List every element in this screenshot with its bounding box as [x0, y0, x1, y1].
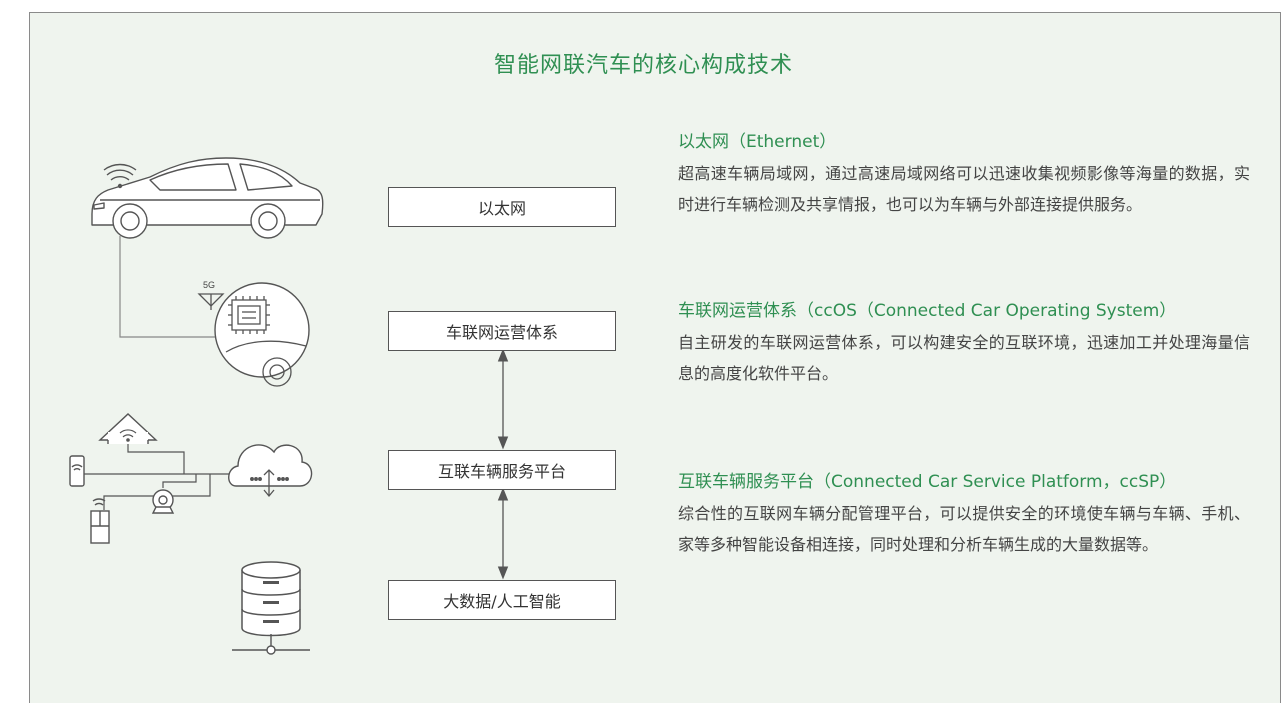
description-body: 自主研发的车联网运营体系，可以构建安全的互联环境，迅速加工并处理海量信息的高度化… — [678, 333, 1250, 383]
house-connector — [127, 444, 185, 474]
database-icon — [241, 561, 301, 637]
cloud-sync-icon — [250, 469, 289, 498]
layer-box-ccsp: 互联车辆服务平台 — [388, 450, 616, 490]
chip-5g-label: 5G — [203, 280, 215, 290]
description-heading: 车联网运营体系（ccOS（Connected Car Operating Sys… — [678, 301, 1177, 321]
layer-box-bigdata-ai: 大数据/人工智能 — [388, 580, 616, 620]
layer-box-ethernet: 以太网 — [388, 187, 616, 227]
camera-connector — [162, 474, 197, 488]
phone-icon — [69, 455, 85, 487]
description-body: 综合性的互联网车辆分配管理平台，可以提供安全的环境使车辆与车辆、手机、家等多种智… — [678, 504, 1250, 554]
antenna-icon — [197, 293, 225, 310]
description-ccos: 车联网运营体系（ccOS（Connected Car Operating Sys… — [678, 296, 1250, 389]
layer-box-ccos: 车联网运营体系 — [388, 311, 616, 351]
house-icon — [98, 413, 158, 444]
description-body: 超高速车辆局域网，通过高速局域网络可以迅速收集视频影像等海量的数据，实时进行车辆… — [678, 164, 1250, 214]
fridge-icon — [90, 498, 110, 544]
description-heading: 互联车辆服务平台（Connected Car Service Platform，… — [678, 472, 1177, 492]
chip-icon — [228, 296, 270, 334]
database-network-icon — [232, 634, 310, 655]
car-closeup-icon — [225, 340, 307, 387]
car-to-chip-line — [119, 236, 232, 338]
description-heading: 以太网（Ethernet） — [678, 132, 837, 152]
car-wifi-icon — [103, 163, 137, 189]
camera-icon — [151, 489, 175, 514]
diagram-title: 智能网联汽车的核心构成技术 — [493, 53, 793, 78]
cloud-icon — [228, 444, 313, 487]
description-ccsp: 互联车辆服务平台（Connected Car Service Platform，… — [678, 467, 1250, 560]
description-ethernet: 以太网（Ethernet） 超高速车辆局域网，通过高速局域网络可以迅速收集视频影… — [678, 127, 1250, 220]
connected-car-icon — [91, 157, 324, 239]
house-wifi-icon — [119, 429, 137, 442]
